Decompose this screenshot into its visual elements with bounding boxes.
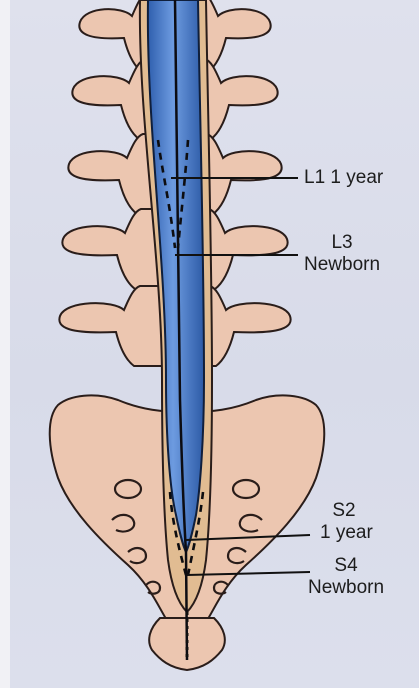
- label-s2-1-year: S2 1 year: [320, 500, 368, 544]
- label-s4-age: Newborn: [308, 577, 384, 599]
- label-s2-age: 1 year: [320, 522, 368, 544]
- label-l3-age: Newborn: [304, 254, 380, 276]
- label-s4-level: S4: [308, 555, 384, 577]
- label-l3-level: L3: [304, 232, 380, 254]
- label-l1-1-year: L1 1 year: [304, 167, 383, 189]
- label-s4-newborn: S4 Newborn: [308, 555, 384, 599]
- label-s2-level: S2: [320, 500, 368, 522]
- label-l3-newborn: L3 Newborn: [304, 232, 380, 276]
